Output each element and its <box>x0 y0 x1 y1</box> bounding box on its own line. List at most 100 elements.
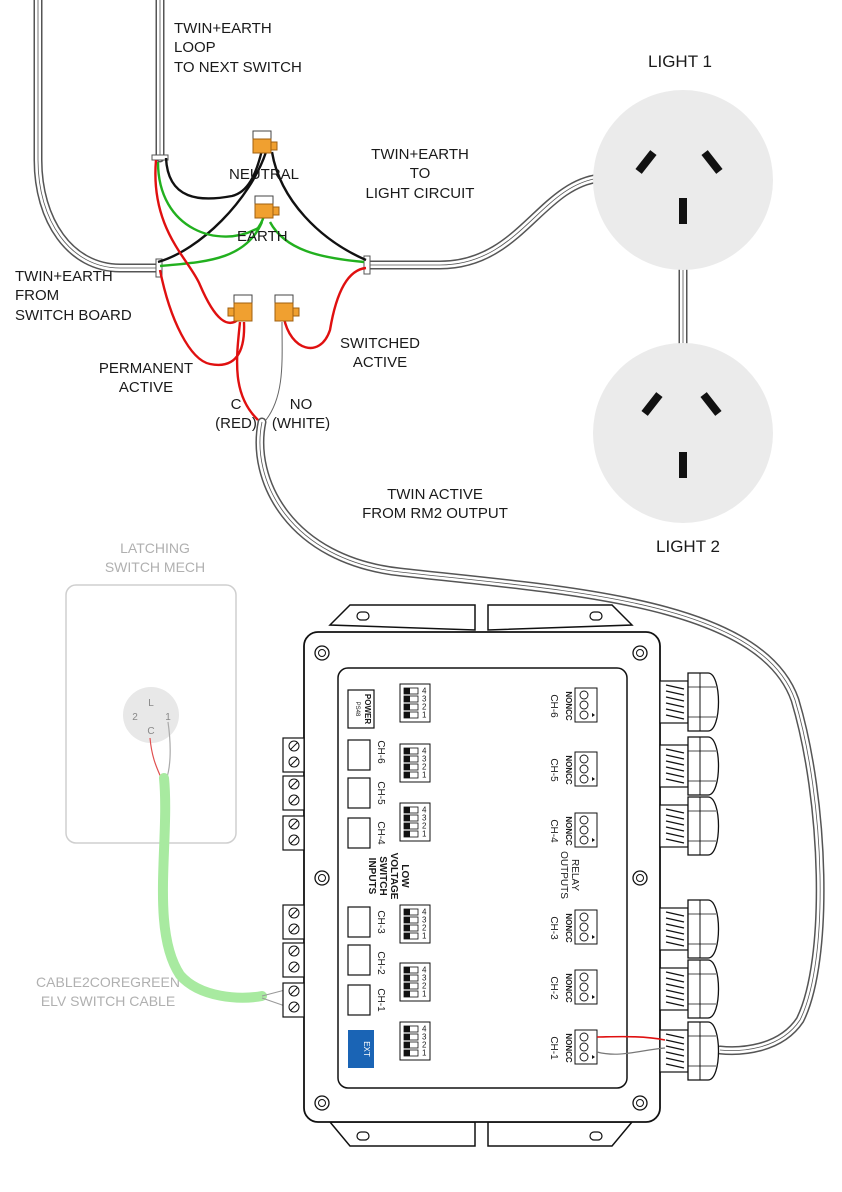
screw-terminal[interactable] <box>282 775 305 811</box>
power-indicator: POWER PS48 <box>347 689 375 729</box>
no-label-2: (WHITE) <box>272 415 330 432</box>
screw-terminal[interactable] <box>282 982 305 1018</box>
dip-number: 2 <box>422 703 427 712</box>
screw-terminal[interactable] <box>282 737 305 773</box>
light-2-socket <box>593 343 773 523</box>
input-ch3: CH-3 <box>375 910 386 934</box>
latching-switch-mech: L 2 1 C <box>65 584 237 844</box>
neutral-connector <box>252 130 278 154</box>
screw-terminal[interactable] <box>282 815 305 851</box>
dip-number: 1 <box>422 711 427 720</box>
dip-number: 4 <box>422 806 427 815</box>
dip-number: 1 <box>422 990 427 999</box>
switch-mech-label-2: SWITCH MECH <box>105 559 205 575</box>
dip-number: 1 <box>422 771 427 780</box>
switched-active-connector <box>274 294 300 322</box>
output-channel-label: CH-5 <box>548 758 559 782</box>
dip-number: 3 <box>422 695 427 704</box>
inputs-title-1: LOW <box>399 864 410 888</box>
pin-2: 2 <box>132 712 138 723</box>
light-circuit-label-2: TO <box>410 165 431 182</box>
loop-label-2: LOOP <box>174 39 216 56</box>
dip-number: 3 <box>422 1033 427 1042</box>
relay-output-terminal: CH-5 NONCC <box>548 751 598 787</box>
wires <box>154 130 367 421</box>
input-ch5: CH-5 <box>375 781 386 805</box>
power-model: PS48 <box>354 702 360 717</box>
dip-number: 2 <box>422 1041 427 1050</box>
from-board-label-3: SWITCH BOARD <box>15 307 132 324</box>
twin-active-label-1: TWIN ACTIVE <box>387 486 483 503</box>
from-board-label-1: TWIN+EARTH <box>15 268 113 285</box>
dip-number: 3 <box>422 974 427 983</box>
light-2-label: LIGHT 2 <box>656 537 720 556</box>
twin-active-label-2: FROM RM2 OUTPUT <box>362 505 508 522</box>
dip-number: 2 <box>422 982 427 991</box>
pin-l: L <box>148 698 154 709</box>
c-label-2: (RED) <box>215 415 257 432</box>
dip-number: 3 <box>422 814 427 823</box>
cable-gland <box>659 796 720 856</box>
permanent-active-label-2: ACTIVE <box>119 379 173 396</box>
from-board-label-2: FROM <box>15 287 59 304</box>
relay-terms-label: NONCC <box>564 755 573 785</box>
output-channel-label: CH-3 <box>548 916 559 940</box>
cable-glands <box>659 672 720 1081</box>
cable-gland <box>659 672 720 732</box>
light-circuit-label-3: LIGHT CIRCUIT <box>366 185 475 202</box>
ext-label: EXT <box>362 1041 371 1057</box>
mains-cables <box>33 0 825 1056</box>
dip-number: 4 <box>422 687 427 696</box>
input-ch1: CH-1 <box>375 988 386 1012</box>
switched-active-label-2: ACTIVE <box>353 354 407 371</box>
earth-label: EARTH <box>237 228 288 245</box>
ext-button[interactable]: EXT <box>348 1030 374 1068</box>
outputs-title-1: RELAY <box>569 859 580 891</box>
input-switch-boxes <box>347 739 371 1016</box>
dip-number: 4 <box>422 908 427 917</box>
output-channel-label: CH-4 <box>548 819 559 843</box>
dip-number: 1 <box>422 932 427 941</box>
outputs-title-2: OUTPUTS <box>558 851 569 899</box>
dip-number: 2 <box>422 763 427 772</box>
light-circuit-label-1: TWIN+EARTH <box>371 146 469 163</box>
cable-gland <box>659 1021 720 1081</box>
rm2-module: POWER PS48 EXT CH-6 CH-5 CH-4 CH-3 CH-2 … <box>282 604 720 1147</box>
cable-gland <box>659 899 720 959</box>
pin-c: C <box>147 726 154 737</box>
cable-gland <box>659 959 720 1019</box>
elv-cable-label-2: ELV SWITCH CABLE <box>41 993 175 1009</box>
dip-number: 1 <box>422 1049 427 1058</box>
dip-number: 4 <box>422 1025 427 1034</box>
screw-terminal[interactable] <box>282 904 305 940</box>
output-channel-label: CH-6 <box>548 694 559 718</box>
neutral-label: NEUTRAL <box>229 166 299 183</box>
input-screw-terminals <box>282 737 305 1018</box>
inputs-title-2: VOLTAGE <box>388 853 399 900</box>
light-1-label: LIGHT 1 <box>648 52 712 71</box>
dip-number: 4 <box>422 966 427 975</box>
labels: TWIN+EARTH LOOP TO NEXT SWITCH NEUTRAL E… <box>15 20 720 1009</box>
screw-terminal[interactable] <box>282 942 305 978</box>
dip-number: 4 <box>422 747 427 756</box>
elv-cable-label-1: CABLE2COREGREEN <box>36 974 180 990</box>
dip-number: 1 <box>422 830 427 839</box>
dip-number: 2 <box>422 822 427 831</box>
loop-label-3: TO NEXT SWITCH <box>174 59 302 76</box>
pin-1: 1 <box>165 712 171 723</box>
light-1-socket <box>593 90 773 270</box>
earth-connector <box>254 195 280 219</box>
dip-number: 3 <box>422 755 427 764</box>
no-label-1: NO <box>290 396 313 413</box>
